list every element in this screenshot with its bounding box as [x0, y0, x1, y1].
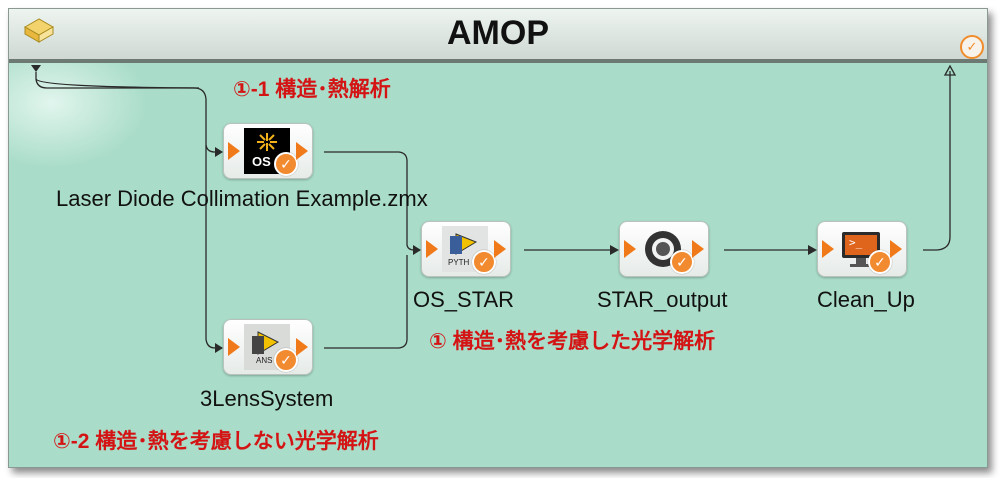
node-icon-text: PYTH: [448, 258, 470, 267]
output-port[interactable]: [494, 240, 506, 258]
annotation-coupled-optical: ① 構造･熱を考慮した光学解析: [429, 330, 716, 353]
canvas-highlight: [9, 59, 149, 169]
node-status-check-icon: [274, 152, 298, 176]
input-port[interactable]: [228, 338, 240, 356]
output-port[interactable]: [692, 240, 704, 258]
node-3lens-system[interactable]: ANS: [223, 319, 313, 375]
node-icon-text: ANS: [256, 356, 273, 365]
node-os-star-label: OS_STAR: [413, 287, 515, 312]
node-star-output[interactable]: [619, 221, 709, 277]
workflow-canvas: AMOP ✓: [8, 8, 988, 468]
output-port[interactable]: [890, 240, 902, 258]
input-port[interactable]: [624, 240, 636, 258]
input-port[interactable]: [822, 240, 834, 258]
node-status-check-icon: [472, 250, 496, 274]
node-star-output-label: STAR_output: [597, 287, 728, 312]
workflow-status-check-icon[interactable]: ✓: [960, 35, 984, 59]
node-status-check-icon: [868, 250, 892, 274]
workflow-title: AMOP: [447, 14, 549, 52]
node-laser-diode-label: Laser Diode Collimation Example.zmx: [56, 186, 428, 211]
output-port[interactable]: [296, 142, 308, 160]
input-port[interactable]: [228, 142, 240, 160]
workflow-title-bar: AMOP ✓: [9, 9, 987, 63]
node-status-check-icon: [274, 348, 298, 372]
opticstudio-icon: OS: [244, 128, 290, 174]
annotation-structural-thermal: ①-1 構造･熱解析: [233, 78, 391, 101]
node-os-star[interactable]: PYTH: [421, 221, 511, 277]
node-status-check-icon: [670, 250, 694, 274]
node-icon-text: OS: [252, 154, 271, 169]
terminal-icon: >_: [838, 226, 884, 272]
node-icon-text: >_: [849, 236, 863, 249]
workflow-logo-icon: [23, 18, 55, 43]
input-port[interactable]: [426, 240, 438, 258]
node-clean-up-label: Clean_Up: [817, 287, 915, 312]
annotation-uncoupled-optical: ①-2 構造･熱を考慮しない光学解析: [53, 430, 379, 453]
node-clean-up[interactable]: >_: [817, 221, 907, 277]
node-3lens-system-label: 3LensSystem: [200, 386, 334, 411]
node-laser-diode[interactable]: OS: [223, 123, 313, 179]
workflow-connections: [31, 64, 957, 353]
output-port[interactable]: [296, 338, 308, 356]
